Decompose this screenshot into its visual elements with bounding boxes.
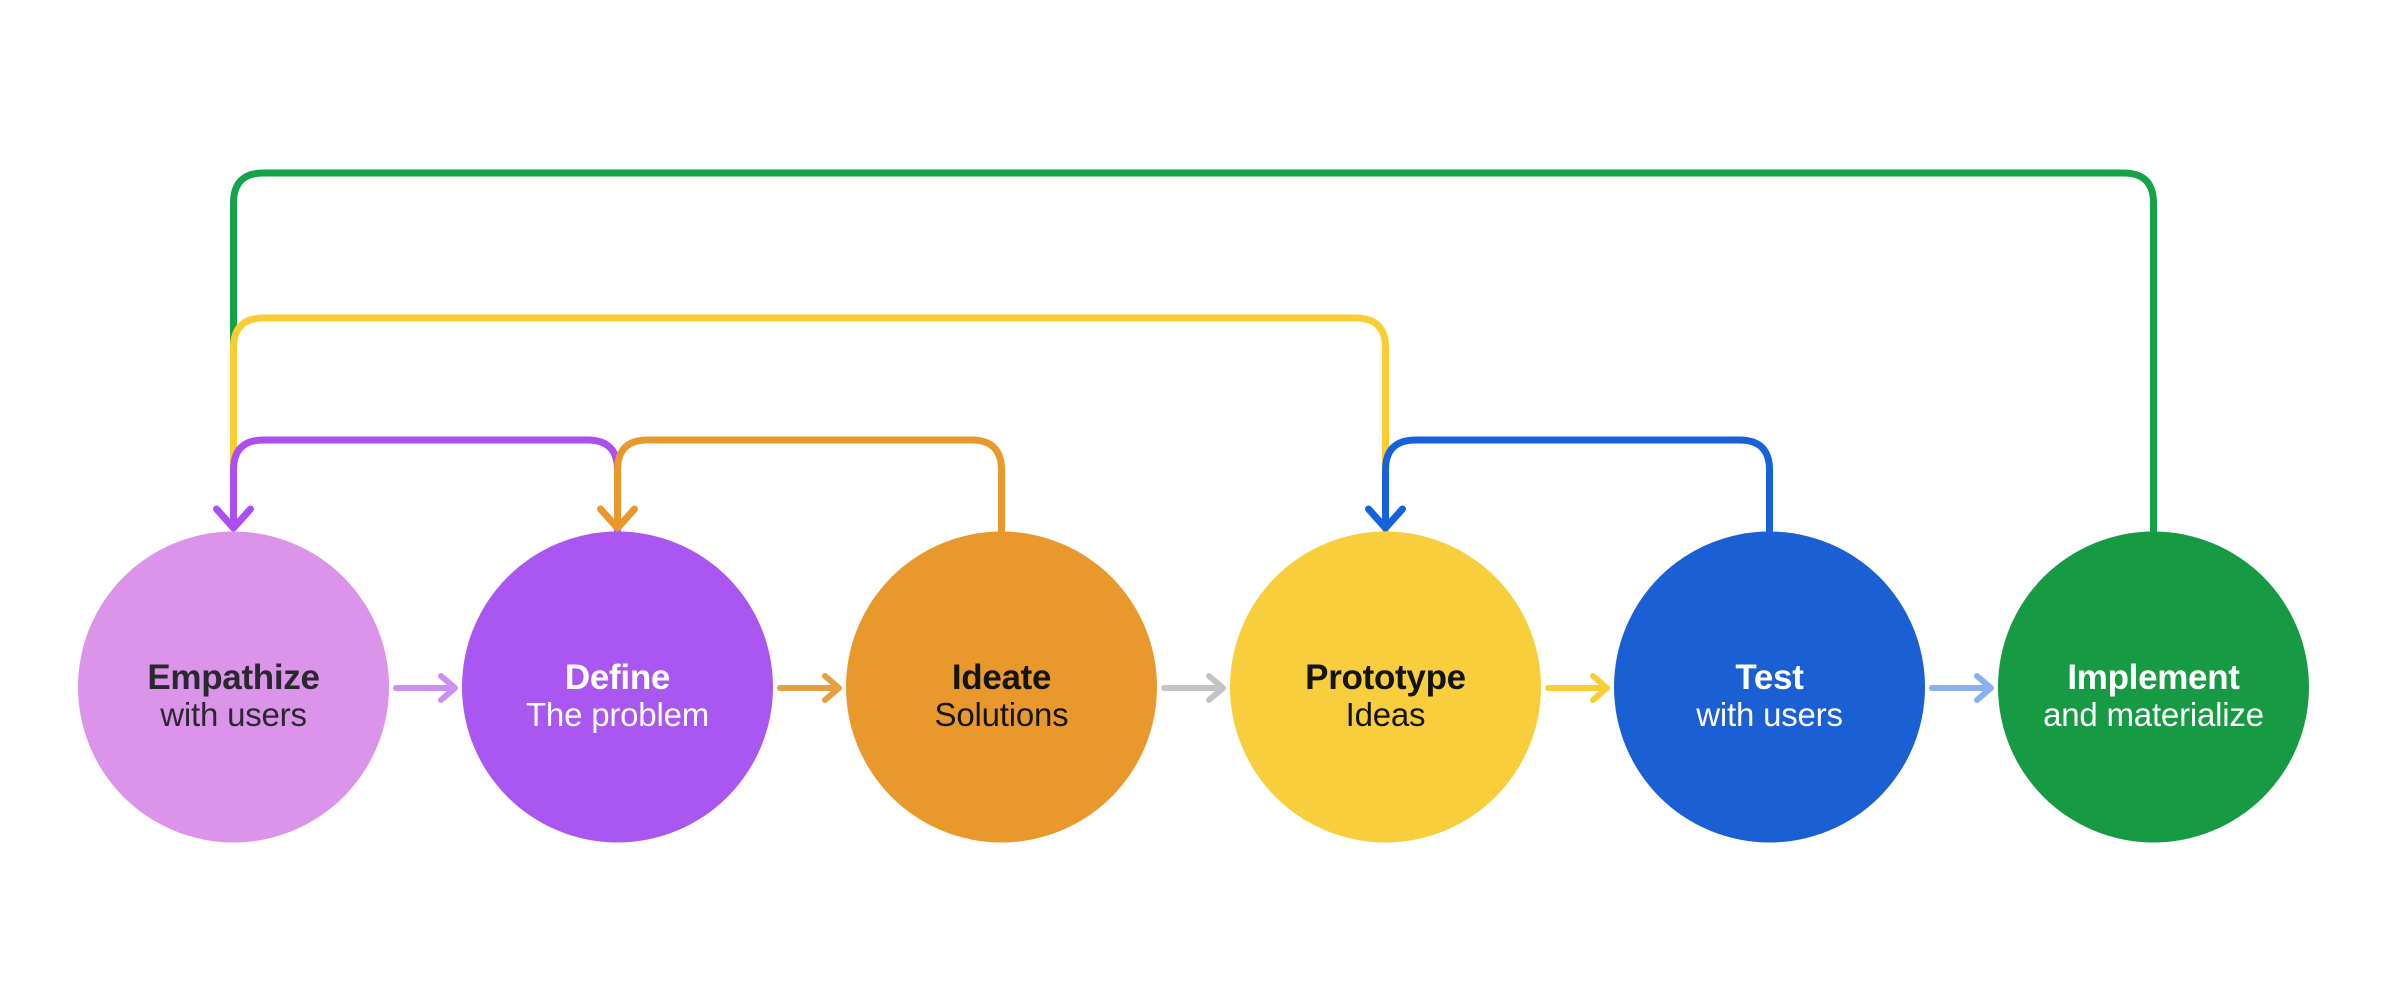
stage-title: Ideate — [952, 658, 1051, 697]
stage-title: Prototype — [1305, 658, 1466, 697]
arrowhead-right-icon — [438, 673, 458, 703]
flow-arrow-ideate-to-prototype — [1161, 673, 1226, 703]
flow-arrow-define-to-ideate — [777, 673, 842, 703]
arrowhead-down-icon — [1365, 505, 1406, 532]
stage-subtitle: with users — [1695, 696, 1843, 733]
feedback-loop-implement-to-empathize — [230, 169, 2157, 535]
stage-circle-define — [462, 531, 773, 843]
feedback-loop-prototype-to-empathize — [230, 314, 1389, 535]
stage-title: Test — [1735, 658, 1804, 697]
stage-circle-ideate — [846, 531, 1157, 843]
arrowhead-right-icon — [1974, 673, 1994, 703]
flow-arrow-empathize-to-define — [393, 673, 458, 703]
arrowhead-right-icon — [822, 673, 842, 703]
stage-title: Implement — [2067, 658, 2240, 697]
stage-title: Empathize — [147, 658, 319, 697]
feedback-loop-line — [230, 169, 2157, 535]
arrowhead-right-icon — [1206, 673, 1226, 703]
flow-arrow-test-to-implement — [1929, 673, 1994, 703]
flow-arrow-prototype-to-test — [1545, 673, 1610, 703]
arrowhead-down-icon — [597, 505, 638, 532]
feedback-loop-ideate-to-define — [597, 436, 1005, 535]
stage-title: Define — [565, 658, 670, 697]
feedback-loop-line — [230, 314, 1389, 535]
stage-subtitle: and materialize — [2043, 696, 2264, 733]
feedback-loop-line — [230, 436, 621, 535]
stage-circle-prototype — [1230, 531, 1541, 843]
arrowhead-right-icon — [1590, 673, 1610, 703]
stage-circle-empathize — [78, 531, 389, 843]
stage-subtitle: The problem — [526, 696, 709, 733]
feedback-loop-test-to-prototype — [1365, 436, 1773, 535]
stage-subtitle: Solutions — [935, 696, 1069, 733]
feedback-loop-line — [1382, 436, 1773, 535]
feedback-loop-line — [614, 436, 1005, 535]
stage-subtitle: with users — [159, 696, 307, 733]
stage-subtitle: Ideas — [1346, 696, 1426, 733]
stage-circle-implement — [1998, 531, 2309, 843]
stage-circle-test — [1614, 531, 1925, 843]
arrowhead-down-icon — [213, 505, 254, 532]
feedback-loop-define-to-empathize — [213, 436, 621, 535]
